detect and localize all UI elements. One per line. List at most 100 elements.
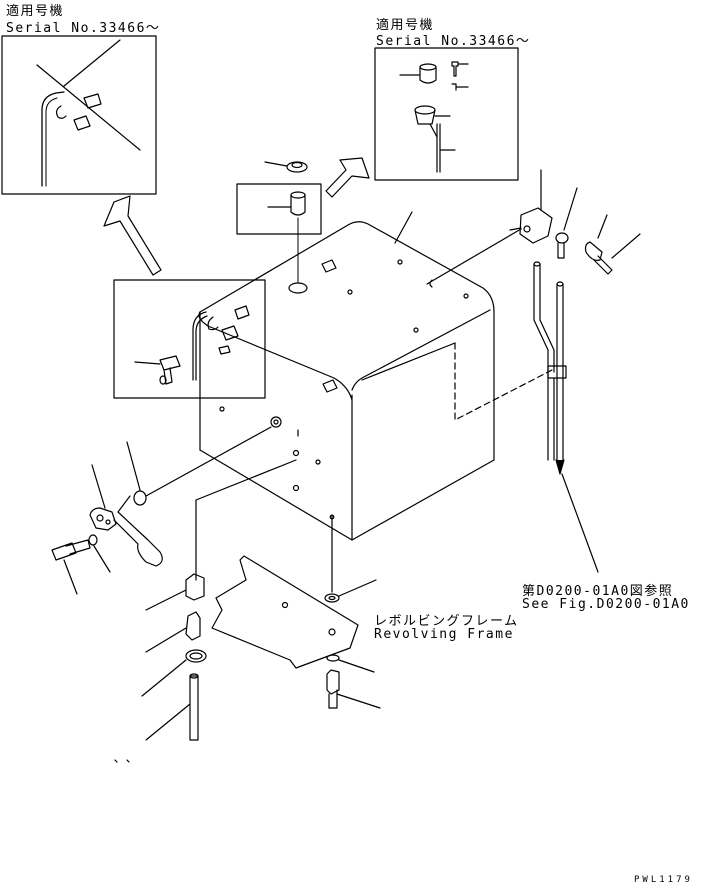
drain-port-icon [271, 417, 281, 427]
drain-hose-icon [190, 674, 198, 678]
tank-right-top-edge [352, 310, 490, 390]
inset-right-detail [375, 48, 518, 180]
leader-line [146, 704, 190, 740]
leader-line [127, 442, 140, 490]
revolving-frame [212, 556, 358, 668]
bolt-head-icon [52, 543, 76, 560]
banjo-bolt-icon [586, 242, 603, 260]
leader-line [64, 40, 120, 86]
cap-icon [420, 67, 436, 83]
filler-detail-frame [237, 184, 321, 234]
tank-edge-line [42, 92, 64, 186]
inset-middle-detail [114, 280, 265, 398]
bolt-hole-icon [329, 629, 335, 635]
bracket-icon [222, 326, 238, 340]
leader-line [339, 660, 374, 672]
sensor-harness [455, 343, 552, 420]
leader-line [598, 215, 607, 238]
frame-jp-label: レボルビングフレーム [374, 614, 519, 629]
strainer-icon [430, 124, 437, 137]
bracket-icon [84, 94, 101, 108]
leader-line [337, 694, 380, 708]
bracket-icon [322, 260, 336, 272]
leader-line [362, 343, 455, 380]
hose-adapter-icon [186, 574, 204, 600]
washer-icon [89, 535, 97, 545]
drain-port-icon [274, 420, 278, 424]
elbow-fitting-icon [524, 226, 530, 232]
washer-icon [325, 594, 339, 602]
inset-middle-frame [114, 280, 265, 398]
arrow-to-right-inset [326, 158, 369, 197]
frame-en-label: Revolving Frame [374, 627, 514, 642]
reference-en-label: See Fig.D0200-01A0 [522, 597, 690, 612]
fuel-hose-line [427, 229, 521, 284]
leader-line [94, 546, 110, 572]
leader-line [196, 460, 296, 580]
valve-body-icon [106, 520, 110, 524]
drain-plug-icon [134, 491, 146, 505]
drain-hose-icon [190, 676, 198, 740]
bolt-hole-icon [464, 294, 468, 298]
hose-clamp-icon [186, 650, 206, 662]
bolt-hole-icon [220, 407, 224, 411]
leader-line [395, 212, 412, 243]
inset-left-frame [2, 36, 156, 194]
filler-port-icon [289, 283, 307, 293]
hose-connector-icon [186, 612, 200, 640]
bracket-icon [74, 116, 90, 130]
washer-icon [327, 655, 339, 661]
leader-line [562, 474, 598, 572]
drawing-code-label: PWL1179 [634, 875, 693, 885]
band-icon [160, 376, 166, 384]
tank-bottom-edge [352, 460, 494, 540]
bolt-hole-icon [348, 290, 352, 294]
bolt-hole-icon [316, 460, 320, 464]
strainer-icon [415, 106, 435, 114]
drain-hose-assembly [115, 460, 296, 762]
bolt-hole-icon [294, 486, 299, 491]
gauge-hose-assembly [427, 170, 640, 572]
filler-neck-icon [291, 192, 305, 198]
bolt-icon [452, 62, 458, 76]
filler-cap-icon [292, 163, 302, 168]
tank-edge-line [196, 316, 207, 380]
inset-right-frame [375, 48, 518, 180]
banjo-bolt-icon [594, 256, 612, 274]
banjo-fitting-icon [556, 233, 568, 243]
leader-line [92, 465, 105, 508]
leader-line [118, 496, 130, 512]
fuel-pipe [557, 282, 563, 286]
valve-body-icon [97, 515, 103, 521]
fuel-pipe [534, 262, 540, 266]
frame-plate [212, 556, 358, 668]
leader-line [146, 427, 271, 496]
hose-clamp-icon [190, 653, 202, 659]
strainer-icon [415, 110, 435, 124]
tank-edge-line [46, 98, 57, 186]
drain-valve-assembly [52, 427, 271, 594]
bracket-icon [323, 380, 337, 392]
leader-line [64, 560, 77, 594]
leader-line [339, 580, 376, 596]
clip-icon [430, 280, 432, 287]
valve-cock-icon [114, 512, 162, 566]
leader-line [146, 590, 186, 610]
leader-line [612, 234, 640, 258]
washer-icon [329, 597, 335, 600]
leader-line [564, 188, 577, 230]
tank-top-edge [200, 222, 494, 312]
tank-edge-line [193, 312, 206, 380]
inset-right-serial-label: Serial No.33466～ [376, 34, 531, 49]
band-icon [160, 356, 180, 384]
detail-mark [115, 760, 129, 762]
valve-body-icon [90, 508, 116, 530]
banjo-fitting-icon [558, 243, 564, 258]
cap-icon [420, 64, 436, 70]
clip-icon [452, 84, 456, 90]
arrow-to-left-inset [104, 196, 161, 275]
inset-left-serial-label: Serial No.33466～ [6, 21, 161, 36]
bolt-shank-icon [329, 690, 337, 708]
fuel-tank [199, 212, 552, 540]
bolt-shank-icon [66, 540, 90, 554]
